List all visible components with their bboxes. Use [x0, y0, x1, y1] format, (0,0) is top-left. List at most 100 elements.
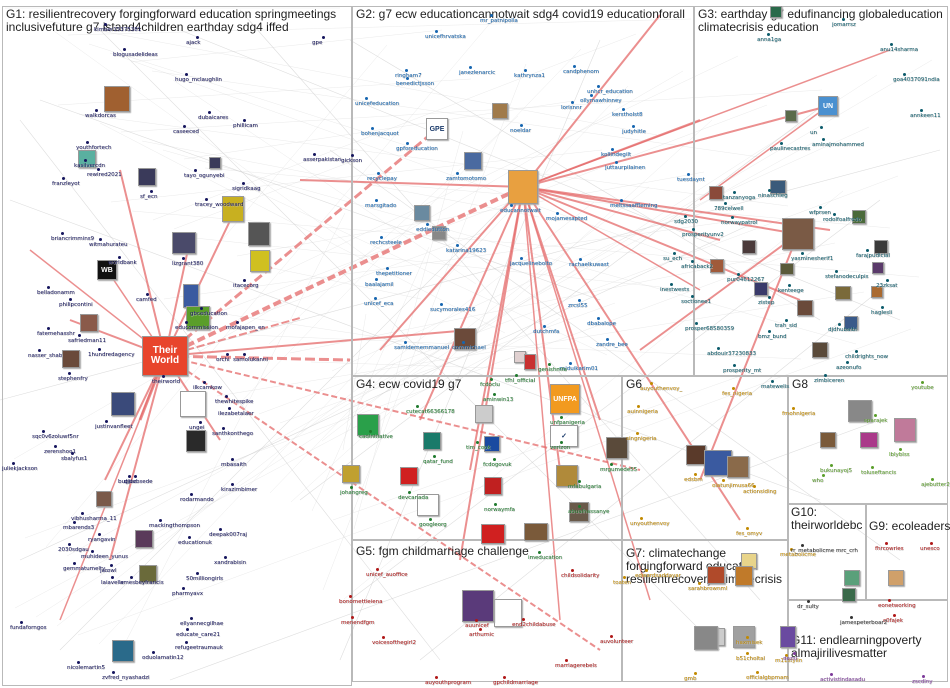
node-thumbnail-icon[interactable]	[797, 300, 813, 316]
node-dot[interactable]	[224, 556, 227, 559]
node-dot[interactable]	[99, 238, 102, 241]
node-dot[interactable]	[200, 307, 203, 310]
node-label[interactable]: dubaicares	[198, 115, 229, 121]
node-label[interactable]: googleorg	[419, 522, 447, 528]
node-label[interactable]: sbalyfus1	[61, 456, 88, 462]
node-dot[interactable]	[435, 30, 438, 33]
node-dot[interactable]	[98, 348, 101, 351]
node-dot[interactable]	[475, 619, 478, 622]
node-dot[interactable]	[84, 159, 87, 162]
node-label[interactable]: soctionee1	[681, 299, 712, 305]
node-dot[interactable]	[429, 518, 432, 521]
child-photo-icon[interactable]	[508, 170, 538, 204]
node-dot[interactable]	[746, 636, 749, 639]
node-label[interactable]: janezlenarcic	[459, 70, 496, 76]
node-dot[interactable]	[610, 635, 613, 638]
node-label[interactable]: santhkonthego	[212, 431, 254, 437]
node-thumbnail-icon[interactable]	[180, 391, 206, 417]
node-label[interactable]: thepetitioner	[376, 271, 412, 277]
node-label[interactable]: zaiduikarim01	[559, 366, 598, 372]
node-dot[interactable]	[185, 641, 188, 644]
node-dot[interactable]	[73, 562, 76, 565]
node-label[interactable]: fcdogovuk	[483, 462, 512, 468]
node-label[interactable]: lblyblss	[889, 452, 910, 458]
node-dot[interactable]	[231, 483, 234, 486]
node-label[interactable]: haglesli	[871, 310, 893, 316]
node-label[interactable]: phillicam	[233, 123, 258, 129]
node-dot[interactable]	[380, 236, 383, 239]
node-label[interactable]: tayo_ogunyebi	[184, 173, 225, 179]
node-thumbnail-icon[interactable]	[860, 432, 878, 448]
node-thumbnail-icon[interactable]	[844, 316, 858, 330]
node-dot[interactable]	[219, 528, 222, 531]
node-label[interactable]: dezsi	[783, 656, 798, 662]
node-dot[interactable]	[150, 190, 153, 193]
node-dot[interactable]	[503, 676, 506, 679]
node-thumbnail-icon[interactable]	[888, 570, 904, 586]
node-dot[interactable]	[684, 215, 687, 218]
node-label[interactable]: yasminesherif1	[791, 256, 834, 262]
node-label[interactable]: asserpakistan	[303, 157, 342, 163]
node-dot[interactable]	[351, 616, 354, 619]
node-dot[interactable]	[790, 548, 793, 551]
node-label[interactable]: gpe	[312, 40, 323, 46]
node-dot[interactable]	[42, 430, 45, 433]
node-label[interactable]: djdhubalbi	[828, 327, 857, 333]
node-label[interactable]: recyclepay	[367, 176, 397, 182]
node-label[interactable]: matewelis	[761, 384, 790, 390]
node-dot[interactable]	[903, 73, 906, 76]
node-label[interactable]: ilkcamkow	[193, 385, 222, 391]
node-dot[interactable]	[405, 69, 408, 72]
node-dot[interactable]	[746, 652, 749, 655]
node-thumbnail-icon[interactable]	[727, 456, 749, 478]
node-label[interactable]: eddiedutton	[416, 227, 450, 233]
node-dot[interactable]	[469, 66, 472, 69]
node-thumbnail-icon[interactable]	[183, 284, 199, 308]
node-label[interactable]: un	[810, 130, 817, 136]
node-thumbnail-icon[interactable]	[709, 186, 723, 200]
node-dot[interactable]	[228, 407, 231, 410]
node-dot[interactable]	[920, 109, 923, 112]
node-dot[interactable]	[490, 14, 493, 17]
node-label[interactable]: briancrimmins9	[51, 236, 95, 242]
node-dot[interactable]	[871, 466, 874, 469]
node-dot[interactable]	[205, 198, 208, 201]
node-label[interactable]: abdouir37230833	[707, 351, 756, 357]
node-dot[interactable]	[494, 503, 497, 506]
node-label[interactable]: tfhl_official	[505, 378, 535, 384]
node-dot[interactable]	[61, 232, 64, 235]
node-label[interactable]: witmahurateu	[89, 242, 128, 248]
node-label[interactable]: fundaforngos	[10, 625, 47, 631]
node-dot[interactable]	[717, 347, 720, 350]
node-thumbnail-icon[interactable]	[785, 110, 797, 122]
node-label[interactable]: ninaschleg	[758, 193, 788, 199]
node-thumbnail-icon[interactable]	[432, 226, 446, 240]
node-thumbnail-icon[interactable]	[686, 445, 706, 465]
node-label[interactable]: samolukanni	[233, 357, 268, 363]
node-label[interactable]: ajebutter22	[921, 482, 950, 488]
node-dot[interactable]	[833, 213, 836, 216]
node-label[interactable]: kathrynza1	[514, 73, 545, 79]
node-dot[interactable]	[493, 458, 496, 461]
node-dot[interactable]	[479, 628, 482, 631]
node-dot[interactable]	[375, 278, 378, 281]
node-dot[interactable]	[640, 517, 643, 520]
node-label[interactable]: educommission	[175, 325, 219, 331]
node-dot[interactable]	[695, 322, 698, 325]
node-thumbnail-icon[interactable]	[754, 282, 768, 296]
node-label[interactable]: kenteege	[778, 288, 804, 294]
node-dot[interactable]	[433, 455, 436, 458]
node-dot[interactable]	[68, 543, 71, 546]
node-dot[interactable]	[456, 244, 459, 247]
node-dot[interactable]	[81, 512, 84, 515]
node-label[interactable]: katarina19623	[446, 248, 487, 254]
node-label[interactable]: 50milliongirls	[186, 576, 223, 582]
node-dot[interactable]	[922, 675, 925, 678]
node-thumbnail-icon[interactable]	[871, 286, 883, 298]
node-label[interactable]: ajack	[186, 40, 201, 46]
node-label[interactable]: mackingthompson	[149, 523, 201, 529]
node-dot[interactable]	[242, 182, 245, 185]
node-dot[interactable]	[785, 319, 788, 322]
node-label[interactable]: auvolunteer	[600, 639, 634, 645]
person-photo-icon[interactable]	[111, 392, 135, 416]
